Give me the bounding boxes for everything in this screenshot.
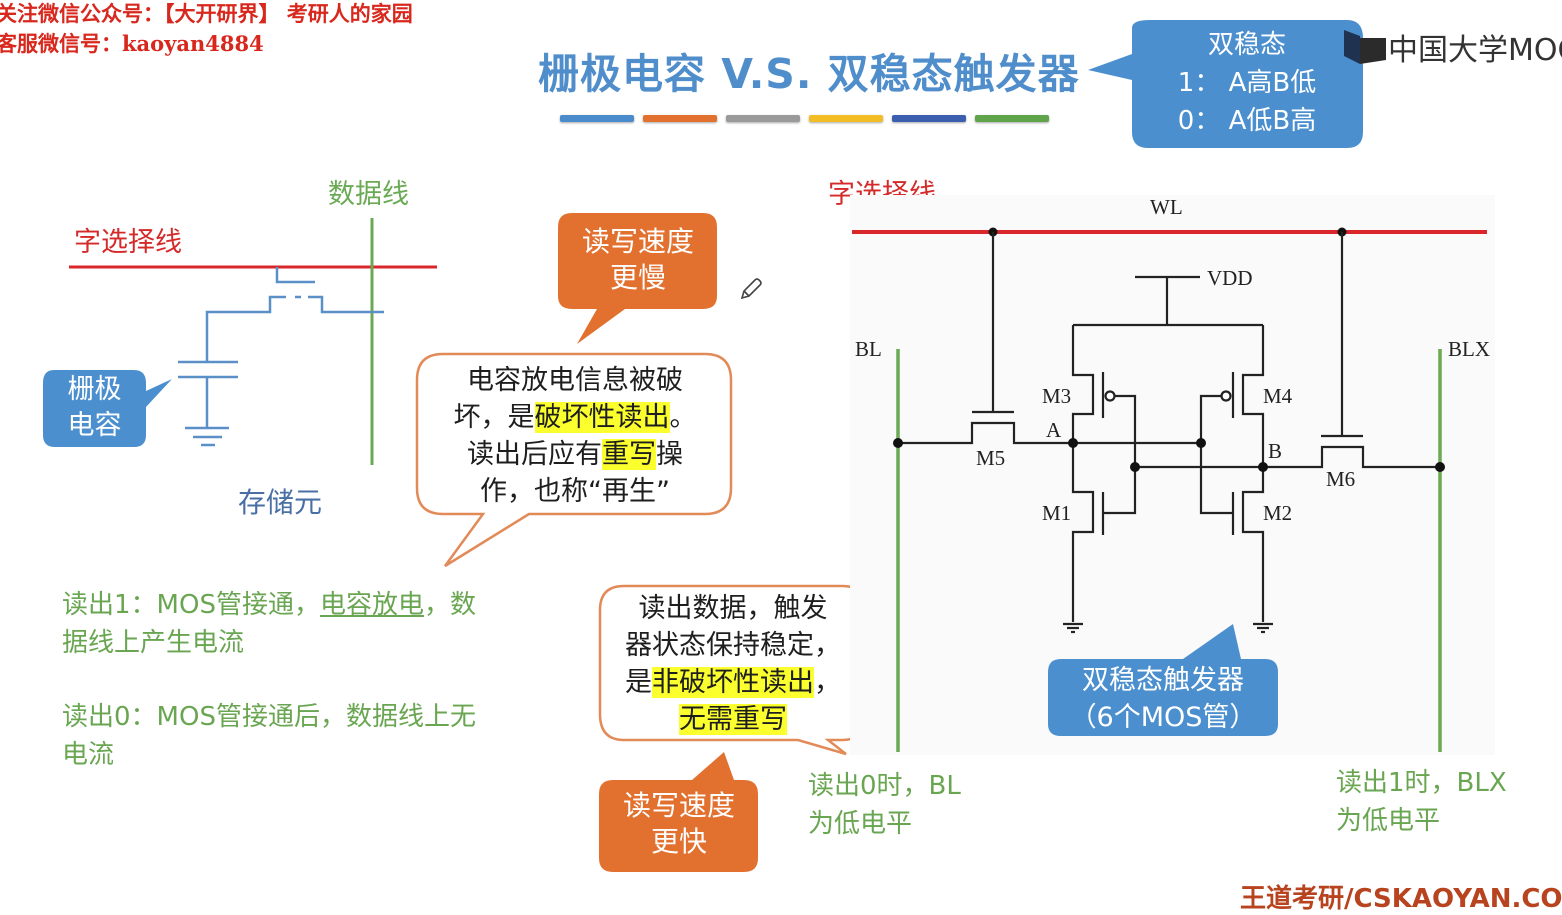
node-a-label: A [1046,418,1062,442]
gate-capacitor-callout-shape [43,370,172,447]
read-0-note: 读出0：MOS管接通后，数据线上无 电流 [62,702,476,770]
mooc-logo: 中国大学MOOC [1342,25,1562,69]
storage-cell-label: 存储元 [238,486,323,519]
flipflop-callout-line-1: 双稳态触发器 [1082,665,1244,696]
m3-label: M3 [1042,384,1071,408]
rewrite-highlight: 重写 [602,439,656,470]
gate-capacitor-callout-line-1: 栅极 [67,374,122,405]
fast-callout-line-2: 更快 [650,825,707,858]
m6-label: M6 [1326,467,1355,491]
title-color-bar-1 [560,115,634,122]
gate-capacitor-callout: 栅极 电容 [43,372,146,444]
m5-label: M5 [976,446,1005,470]
nondestructive-line-4: 无需重写 [600,701,866,738]
bistable-state-0: 0： A低B高 [1177,106,1317,136]
sram-6t-circuit: WL BL BLX [852,195,1490,752]
m2-label: M2 [1263,501,1292,525]
bl-note: 读出0时，BL 为低电平 [808,771,961,839]
title-color-bar-5 [892,115,966,122]
wl-label: WL [1150,195,1183,219]
slow-callout-line-1: 读写速度 [581,225,694,258]
destructive-line-4: 作，也称“再生” [480,476,670,507]
pencil-icon[interactable] [738,276,764,302]
destructive-line-1: 电容放电信息被破 [467,365,683,396]
bl-label: BL [855,337,882,361]
read-1-note: 读出1：MOS管接通，电容放电，数 据线上产生电流 [62,590,476,658]
title-color-bar-6 [975,115,1049,122]
slow-callout: 读写速度 更慢 [558,224,718,296]
node-b-label: B [1268,439,1282,463]
fast-callout-line-1: 读写速度 [622,789,735,822]
vdd-label: VDD [1207,266,1253,290]
fast-callout: 读写速度 更快 [598,788,760,860]
title-color-bar-4 [809,115,883,122]
m1-label: M1 [1042,501,1071,525]
nondestructive-callout: 读出数据，触发 器状态保持稳定， 是非破坏性读出， 无需重写 [600,590,866,738]
slow-callout-shape [558,213,717,344]
capacitor-discharge-underline: 电容放电 [319,590,424,620]
bistable-callout: 双稳态 1： A高B低 0： A低B高 [1132,26,1362,140]
nondestructive-line-2: 器状态保持稳定， [625,630,841,661]
blx-note: 读出1时，BLX 为低电平 [1336,768,1507,836]
title-color-bars [560,115,1049,122]
gate-capacitor-circuit [69,218,437,465]
destructive-line-3: 读出后应有重写操 [467,439,683,470]
flipflop-callout-line-2: （6个MOS管） [1069,702,1257,733]
mooc-book-icon [1344,30,1386,64]
bistable-title: 双稳态 [1207,30,1286,60]
nondestructive-line-3: 是非破坏性读出， [625,667,841,698]
blx-label: BLX [1448,337,1490,361]
left-word-line-label: 字选择线 [74,227,182,258]
m4-label: M4 [1263,384,1293,408]
destructive-callout: 电容放电信息被破 坏，是破坏性读出。 读出后应有重写操 作，也称“再生” [420,362,730,510]
footer-watermark: 王道考研/CSKAOYAN.COM [1240,884,1562,914]
bistable-callout-shape [1088,20,1363,148]
flipflop-callout-shape [1048,624,1278,736]
data-line-label: 数据线 [328,179,409,210]
nondestructive-read-highlight: 非破坏性读出 [652,667,814,698]
destructive-read-highlight: 破坏性读出 [534,402,670,433]
bistable-state-1: 1： A高B低 [1177,68,1317,98]
slow-callout-line-2: 更慢 [609,261,666,294]
destructive-line-2: 坏，是破坏性读出。 [453,402,697,433]
title-color-bar-2 [643,115,717,122]
no-rewrite-highlight: 无需重写 [679,704,787,735]
mos-transistor [178,267,384,447]
gate-capacitor-callout-line-2: 电容 [67,410,122,441]
mooc-logo-text: 中国大学MOOC [1388,33,1562,68]
flipflop-callout: 双稳态触发器 （6个MOS管） [1048,662,1278,736]
watermark-line-2: 客服微信号：kaoyan4884 [0,31,264,56]
fast-callout-shape [599,752,758,872]
title-color-bar-3 [726,115,800,122]
page-title: 栅极电容 V.S. 双稳态触发器 [538,50,1080,98]
nondestructive-line-1: 读出数据，触发 [638,593,828,624]
watermark-line-1: 关注微信公众号：【大开研界】 考研人的家园 [0,1,413,26]
